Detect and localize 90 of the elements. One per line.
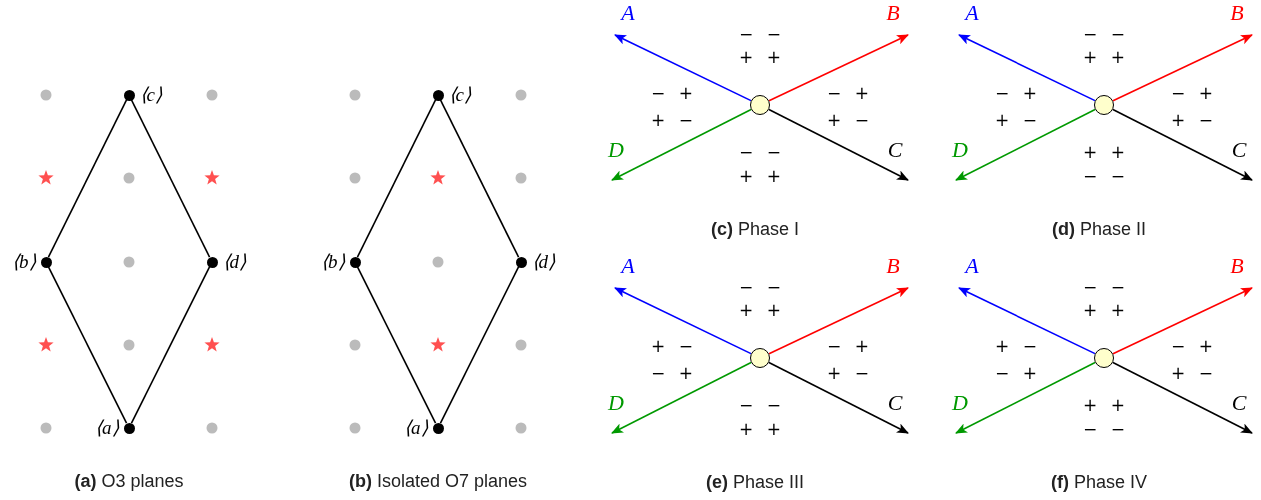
sign-pair: + + bbox=[1083, 301, 1125, 319]
sign-pair: − − bbox=[739, 143, 781, 161]
sign-pair: − + bbox=[827, 337, 869, 355]
edge-line bbox=[439, 266, 520, 424]
arrow bbox=[614, 34, 752, 102]
vertex-label: ⟨d⟩ bbox=[222, 251, 246, 271]
sign-pair: + + bbox=[739, 301, 781, 319]
sign-pair: − − bbox=[1083, 167, 1125, 185]
vertex-label: ⟨a⟩ bbox=[95, 417, 119, 437]
vertex-label: ⟨c⟩ bbox=[448, 84, 471, 104]
arrow bbox=[955, 108, 1096, 181]
axis-label: A bbox=[614, 2, 642, 35]
edge-line bbox=[130, 266, 211, 424]
caption: (d) Phase II bbox=[1052, 219, 1146, 239]
sign-pair: − + bbox=[995, 364, 1037, 382]
sign-pair: − + bbox=[1171, 84, 1213, 102]
axis-label: B bbox=[879, 255, 907, 288]
axis-label: D bbox=[946, 139, 974, 180]
vertex-label: ⟨a⟩ bbox=[404, 417, 428, 437]
axis-label: A bbox=[614, 255, 642, 288]
arrow bbox=[1112, 361, 1253, 434]
edge-line bbox=[130, 99, 211, 258]
sign-pair: − − bbox=[739, 25, 781, 43]
sign-pair: − − bbox=[739, 396, 781, 414]
sign-pair: − − bbox=[1083, 420, 1125, 438]
axis-label: B bbox=[1223, 2, 1251, 35]
sign-pair: − + bbox=[651, 84, 693, 102]
sign-pair: + − bbox=[827, 111, 869, 129]
vertex-label: ⟨c⟩ bbox=[139, 84, 162, 104]
edge-line bbox=[47, 99, 128, 258]
axis-label: C bbox=[881, 392, 909, 433]
vertex-label: ⟨b⟩ bbox=[12, 251, 36, 271]
arrow bbox=[614, 287, 752, 355]
caption: (a) O3 planes bbox=[74, 471, 184, 491]
axis-label: C bbox=[881, 139, 909, 180]
vertex-label: ⟨d⟩ bbox=[531, 251, 555, 271]
axis-label: D bbox=[946, 392, 974, 433]
arrow bbox=[1112, 287, 1253, 355]
sign-pair: + − bbox=[827, 364, 869, 382]
sign-pair: − − bbox=[1083, 278, 1125, 296]
junction-circle bbox=[1094, 95, 1114, 115]
sign-pair: + − bbox=[995, 337, 1037, 355]
sign-pair: − + bbox=[651, 364, 693, 382]
sign-pair: − + bbox=[827, 84, 869, 102]
sign-pair: + − bbox=[1171, 111, 1213, 129]
caption: (e) Phase III bbox=[706, 472, 804, 492]
sign-pair: + − bbox=[1171, 364, 1213, 382]
axis-label: C bbox=[1225, 392, 1253, 433]
sign-pair: + − bbox=[651, 111, 693, 129]
arrow bbox=[611, 361, 752, 434]
junction-circle bbox=[750, 95, 770, 115]
axis-label: D bbox=[602, 139, 630, 180]
arrow bbox=[768, 287, 909, 355]
edge-line bbox=[356, 99, 437, 258]
axis-label: C bbox=[1225, 139, 1253, 180]
axis-label: B bbox=[1223, 255, 1251, 288]
caption: (c) Phase I bbox=[711, 219, 799, 239]
arrow bbox=[768, 361, 909, 434]
caption: (f) Phase IV bbox=[1051, 472, 1147, 492]
arrow bbox=[611, 108, 752, 181]
sign-pair: − − bbox=[1083, 25, 1125, 43]
junction-circle bbox=[750, 348, 770, 368]
sign-pair: + − bbox=[651, 337, 693, 355]
sign-pair: + + bbox=[1083, 143, 1125, 161]
sign-pair: − + bbox=[1171, 337, 1213, 355]
arrow bbox=[958, 34, 1096, 102]
sign-pair: + − bbox=[995, 111, 1037, 129]
axis-label: D bbox=[602, 392, 630, 433]
edge-line bbox=[47, 266, 128, 424]
caption: (b) Isolated O7 planes bbox=[348, 471, 528, 491]
arrow bbox=[768, 34, 909, 102]
arrow bbox=[1112, 34, 1253, 102]
axis-label: A bbox=[958, 255, 986, 288]
sign-pair: + + bbox=[739, 48, 781, 66]
arrow bbox=[768, 108, 909, 181]
arrow bbox=[958, 287, 1096, 355]
axis-label: A bbox=[958, 2, 986, 35]
edge-line bbox=[356, 266, 437, 424]
sign-pair: + + bbox=[739, 167, 781, 185]
vertex-label: ⟨b⟩ bbox=[321, 251, 345, 271]
sign-pair: − + bbox=[995, 84, 1037, 102]
sign-pair: + + bbox=[739, 420, 781, 438]
arrow bbox=[1112, 108, 1253, 181]
junction-circle bbox=[1094, 348, 1114, 368]
axis-label: B bbox=[879, 2, 907, 35]
sign-pair: + + bbox=[1083, 396, 1125, 414]
sign-pair: + + bbox=[1083, 48, 1125, 66]
sign-pair: − − bbox=[739, 278, 781, 296]
edge-line bbox=[439, 99, 520, 258]
arrow bbox=[955, 361, 1096, 434]
